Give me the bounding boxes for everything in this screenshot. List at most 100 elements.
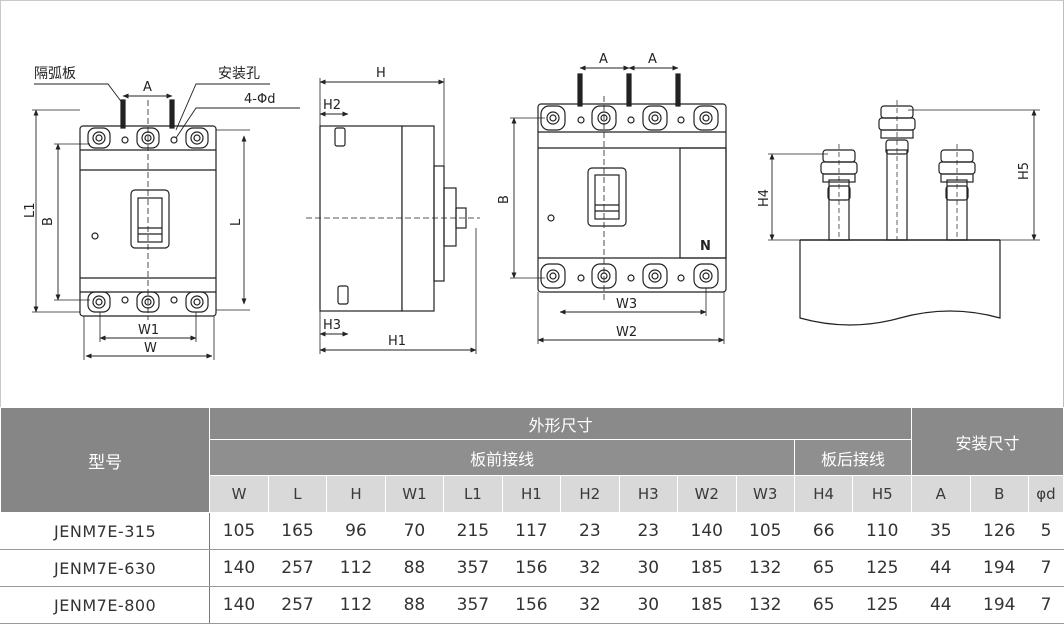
value-cell: 105 (735, 512, 795, 550)
model-cell: JENM7E-630 (0, 549, 211, 587)
column-header: W1 (384, 475, 445, 513)
value-cell: 156 (501, 549, 562, 587)
value-cell: 132 (735, 586, 795, 624)
four-pole-w3-label: W3 (616, 297, 637, 312)
value-cell: 194 (969, 586, 1029, 624)
four-pole-b-label: B (497, 195, 512, 204)
value-cell: 35 (911, 512, 971, 550)
model-header: 型号 (0, 407, 211, 513)
column-header: L1 (443, 475, 503, 513)
column-header: H4 (793, 475, 854, 513)
value-cell: 44 (911, 586, 971, 624)
value-cell: 105 (209, 512, 269, 550)
column-header: H1 (501, 475, 562, 513)
column-header: W (209, 475, 269, 513)
drawing-frame (0, 0, 1064, 408)
model-cell: JENM7E-315 (0, 512, 211, 550)
model-cell: JENM7E-800 (0, 586, 211, 624)
value-cell: 125 (852, 549, 913, 587)
mount-hole-callout: 安装孔 (218, 66, 260, 82)
value-cell: 44 (911, 549, 971, 587)
front-w-label: W (144, 341, 157, 356)
front-w1-label: W1 (138, 323, 159, 338)
column-header: H3 (618, 475, 679, 513)
value-cell: 7 (1027, 549, 1064, 587)
column-header: H2 (560, 475, 620, 513)
four-pole-w2-label: W2 (616, 325, 637, 340)
dimension-drawing: 隔弧板 安装孔 4-Φd A L1 B L W1 W H H2 (0, 0, 1064, 408)
side-h-label: H (376, 66, 386, 81)
value-cell: 110 (852, 512, 913, 550)
side-h2-label: H2 (323, 98, 341, 113)
value-cell: 32 (560, 549, 620, 587)
value-cell: 7 (1027, 586, 1064, 624)
side-view (306, 78, 480, 354)
hole-spec-callout: 4-Φd (244, 92, 275, 107)
side-h3-label: H3 (323, 318, 341, 333)
rear-wiring-header: 板后接线 (793, 439, 913, 476)
front-l1-label: L1 (23, 202, 38, 218)
front-view (32, 83, 300, 360)
value-cell: 185 (677, 549, 737, 587)
value-cell: 23 (618, 512, 679, 550)
value-cell: 65 (793, 549, 854, 587)
value-cell: 88 (384, 586, 445, 624)
rear-h4-label: H4 (757, 189, 772, 207)
value-cell: 125 (852, 586, 913, 624)
value-cell: 257 (267, 586, 328, 624)
front-l-label: L (229, 218, 244, 226)
value-cell: 132 (735, 549, 795, 587)
value-cell: 32 (560, 586, 620, 624)
outline-dimensions-header: 外形尺寸 (209, 407, 913, 440)
front-a-label: A (143, 80, 152, 95)
value-cell: 112 (326, 549, 386, 587)
value-cell: 126 (969, 512, 1029, 550)
value-cell: 65 (793, 586, 854, 624)
value-cell: 70 (384, 512, 445, 550)
value-cell: 215 (443, 512, 503, 550)
value-cell: 194 (969, 549, 1029, 587)
value-cell: 5 (1027, 512, 1064, 550)
side-h1-label: H1 (388, 334, 406, 349)
front-wiring-header: 板前接线 (209, 439, 795, 476)
column-header: φd (1027, 475, 1064, 513)
column-header: L (267, 475, 328, 513)
value-cell: 66 (793, 512, 854, 550)
value-cell: 357 (443, 549, 503, 587)
four-pole-view (510, 65, 727, 344)
rear-h5-label: H5 (1017, 162, 1032, 180)
rear-view (768, 100, 1040, 326)
value-cell: 140 (677, 512, 737, 550)
column-header: H5 (852, 475, 913, 513)
value-cell: 357 (443, 586, 503, 624)
value-cell: 165 (267, 512, 328, 550)
value-cell: 140 (209, 549, 269, 587)
column-header: B (969, 475, 1029, 513)
value-cell: 156 (501, 586, 562, 624)
neutral-pole-label: N (700, 239, 711, 254)
value-cell: 257 (267, 549, 328, 587)
column-header: W3 (735, 475, 795, 513)
column-header: A (911, 475, 971, 513)
column-header: H (326, 475, 386, 513)
value-cell: 140 (209, 586, 269, 624)
value-cell: 117 (501, 512, 562, 550)
value-cell: 30 (618, 586, 679, 624)
front-b-label: B (41, 217, 56, 226)
four-pole-a-right-label: A (648, 52, 657, 67)
value-cell: 96 (326, 512, 386, 550)
value-cell: 185 (677, 586, 737, 624)
value-cell: 112 (326, 586, 386, 624)
column-header: W2 (677, 475, 737, 513)
value-cell: 30 (618, 549, 679, 587)
mount-dimensions-header: 安装尺寸 (911, 407, 1064, 476)
arc-plate-callout: 隔弧板 (34, 66, 76, 82)
value-cell: 23 (560, 512, 620, 550)
value-cell: 88 (384, 549, 445, 587)
